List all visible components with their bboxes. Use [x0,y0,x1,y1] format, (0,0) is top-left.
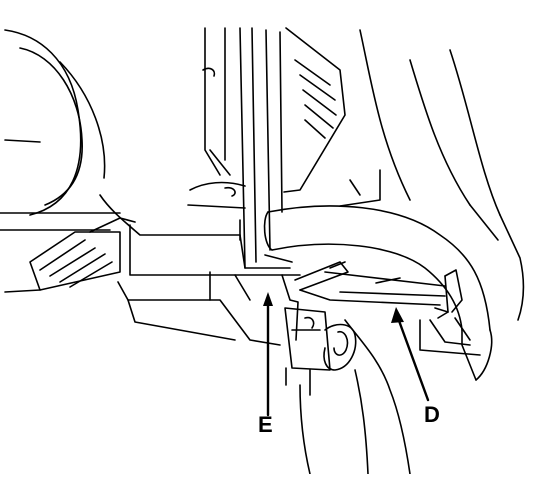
callout-e-arrow [263,292,273,417]
callout-d-arrow [391,307,430,402]
blower-housing [0,29,121,231]
connector-block [281,274,357,396]
clip-assembly [294,261,463,319]
side-panel [339,29,525,321]
vent-slats [4,217,136,293]
callout-label-d: D [424,402,440,427]
callout-label-e: E [258,412,273,437]
lower-bracket [419,317,481,356]
center-frame [99,194,301,276]
heater-case [187,27,346,269]
base-plate [117,271,281,346]
bottom-curves [299,319,411,475]
